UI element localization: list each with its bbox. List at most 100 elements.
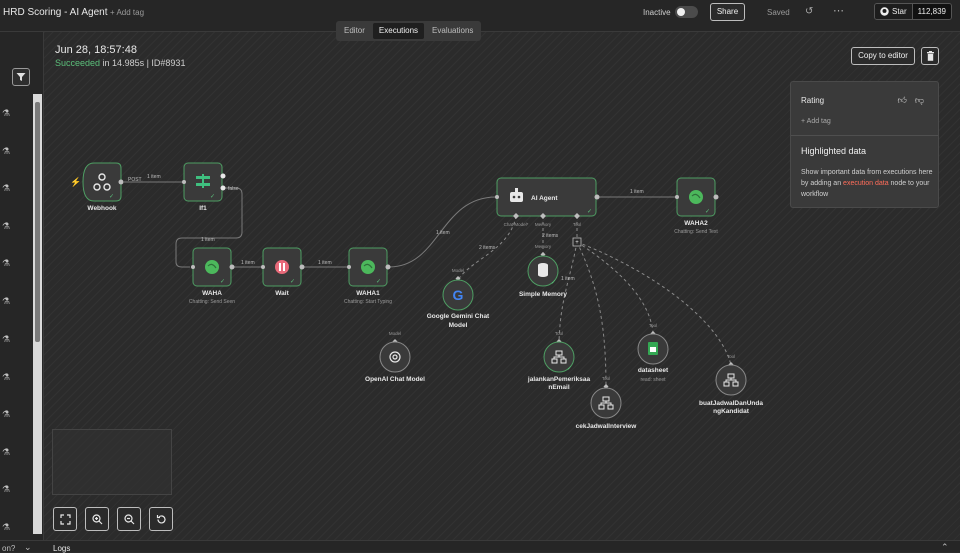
chevron-down-icon[interactable]: ⌄: [24, 542, 32, 552]
chevron-up-icon[interactable]: ⌃: [941, 542, 949, 552]
node-tool-datasheet[interactable]: Tool datasheet read: sheet: [637, 323, 669, 383]
node-label: WAHA1: [356, 290, 380, 297]
node-label: WAHA2: [684, 220, 708, 227]
node-subtitle: Chatting: Send Seen: [189, 299, 235, 305]
node-tool-jalankan-pemeriksaan-email[interactable]: Tool ✓ jalankanPemeriksaa nEmail: [527, 331, 591, 391]
node-simple-memory[interactable]: Memory ✓ Simple Memory: [519, 244, 567, 298]
github-star-label: Star: [892, 7, 907, 16]
execution-list-item-icon[interactable]: ⚗: [2, 146, 11, 156]
execution-data-link[interactable]: execution data: [843, 180, 889, 187]
node-label: jalankanPemeriksaa: [527, 376, 591, 383]
filter-button[interactable]: [12, 68, 30, 86]
delete-execution-button[interactable]: [921, 47, 939, 65]
tab-evaluations[interactable]: Evaluations: [432, 26, 474, 35]
node-openai-chat-model[interactable]: Model OpenAI Chat Model: [365, 331, 425, 383]
edge-labels: POST 1 item 1 item 1 item 1 item 1 item …: [128, 174, 644, 282]
panel-add-tag-link[interactable]: + Add tag: [801, 118, 831, 125]
waha-logo-icon: [689, 190, 703, 204]
node-label: Wait: [275, 290, 289, 297]
tab-editor[interactable]: Editor: [344, 26, 365, 35]
node-type-label: Model: [389, 331, 401, 336]
node-waha[interactable]: ✓ WAHA Chatting: Send Seen: [189, 247, 235, 305]
trash-icon: [926, 51, 934, 61]
truncated-label: on?: [2, 544, 16, 553]
node-waha2[interactable]: ✓ WAHA2 Chatting: Send Text: [674, 177, 719, 235]
reset-zoom-button[interactable]: [149, 507, 173, 531]
thumbs-down-icon[interactable]: 👎︎: [914, 95, 924, 105]
execution-list-scrollbar[interactable]: [33, 94, 42, 534]
edge-datasheet-ai[interactable]: [576, 241, 654, 334]
edge-tool4-ai[interactable]: [576, 241, 732, 366]
add-tag-link[interactable]: + Add tag: [110, 8, 145, 17]
logs-bar[interactable]: [0, 540, 960, 552]
thumbs-up-icon[interactable]: 👍︎: [897, 95, 907, 105]
more-options-icon[interactable]: ⋯: [833, 5, 844, 17]
sub-connections: [457, 215, 732, 389]
execution-list-item-icon[interactable]: ⚗: [2, 484, 11, 494]
edge-if1-waha[interactable]: [175, 187, 243, 268]
inactive-label: Inactive: [643, 8, 671, 17]
execution-list-item-icon[interactable]: ⚗: [2, 221, 11, 231]
zoom-out-button[interactable]: [117, 507, 141, 531]
node-if1[interactable]: ✓ false If1: [182, 162, 239, 212]
execution-list-item-icon[interactable]: ⚗: [2, 296, 11, 306]
node-type-label: Tool: [602, 376, 610, 381]
edge-tool2-ai[interactable]: [576, 241, 607, 389]
add-tool-button[interactable]: [572, 237, 582, 247]
node-type-label: Tool: [649, 323, 657, 328]
fit-view-button[interactable]: [53, 507, 77, 531]
node-label: datasheet: [638, 367, 669, 374]
view-tabs: Editor Executions Evaluations: [336, 21, 481, 41]
false-branch-label: false: [228, 186, 239, 192]
node-tool-buat-jadwal-dan-undang-kandidat[interactable]: Tool buatJadwalDanUnda ngKandidat: [699, 354, 763, 415]
execution-list-item-icon[interactable]: ⚗: [2, 447, 11, 457]
node-label: AI Agent: [531, 195, 558, 202]
waha-logo-icon: [205, 260, 219, 274]
tab-executions[interactable]: Executions: [372, 23, 425, 39]
share-button[interactable]: Share: [710, 3, 745, 21]
annotations-panel: Rating 👍︎ 👎︎ + Add tag Highlighted data …: [790, 81, 939, 208]
edge-label: 1 item: [147, 174, 161, 180]
edge-tool1-ai[interactable]: [558, 241, 578, 344]
history-icon[interactable]: ↺: [805, 6, 814, 17]
robot-icon: [510, 188, 523, 202]
execution-list-item-icon[interactable]: ⚗: [2, 183, 11, 193]
database-icon: [538, 263, 548, 277]
zoom-in-icon: [91, 513, 102, 524]
node-ai-agent[interactable]: AI Agent ✓ Chat Model* Memory Tool +: [495, 177, 600, 247]
canvas-minimap[interactable]: [52, 429, 172, 495]
node-subtitle: Chatting: Start Typing: [344, 299, 392, 305]
github-star-button[interactable]: Star: [875, 4, 912, 19]
if-icon: [196, 174, 210, 188]
execution-list-item-icon[interactable]: ⚗: [2, 108, 11, 118]
edge-label: 1 item: [630, 189, 644, 195]
zoom-in-button[interactable]: [85, 507, 109, 531]
edge-label: 2 items: [479, 245, 496, 251]
execution-list-item-icon[interactable]: ⚗: [2, 372, 11, 382]
node-label: ngKandidat: [713, 408, 750, 415]
node-webhook[interactable]: ⚡ ✓ Webhook: [70, 162, 124, 212]
copy-to-editor-button[interactable]: Copy to editor: [851, 47, 915, 65]
logs-label[interactable]: Logs: [53, 544, 71, 553]
port-label: Chat Model*: [504, 222, 529, 227]
execution-list-item-icon[interactable]: ⚗: [2, 522, 11, 532]
node-wait[interactable]: ✓ Wait: [261, 247, 305, 297]
success-check-icon: ✓: [210, 194, 215, 200]
github-star-badge[interactable]: Star 112,839: [874, 3, 952, 20]
port-label: Memory: [535, 222, 552, 227]
execution-list-item-icon[interactable]: ⚗: [2, 258, 11, 268]
edge-waha1-ai[interactable]: [388, 196, 497, 268]
node-tool-cek-jadwal-interview[interactable]: Tool cekJadwalInterview: [576, 376, 638, 430]
node-gemini-chat-model[interactable]: Model G Google Gemini Chat Model: [427, 268, 490, 329]
execution-list-item-icon[interactable]: ⚗: [2, 334, 11, 344]
zoom-out-icon: [123, 513, 134, 524]
node-label: Model: [449, 322, 468, 329]
reset-icon: [156, 514, 166, 524]
workflow-title[interactable]: HRD Scoring - AI Agent: [3, 7, 108, 18]
scrollbar-thumb[interactable]: [35, 102, 40, 342]
github-star-count: 112,839: [911, 4, 951, 19]
node-label: nEmail: [548, 384, 570, 391]
active-toggle[interactable]: [675, 6, 698, 18]
node-waha1[interactable]: ✓ WAHA1 Chatting: Start Typing: [344, 247, 392, 305]
execution-list-item-icon[interactable]: ⚗: [2, 409, 11, 419]
